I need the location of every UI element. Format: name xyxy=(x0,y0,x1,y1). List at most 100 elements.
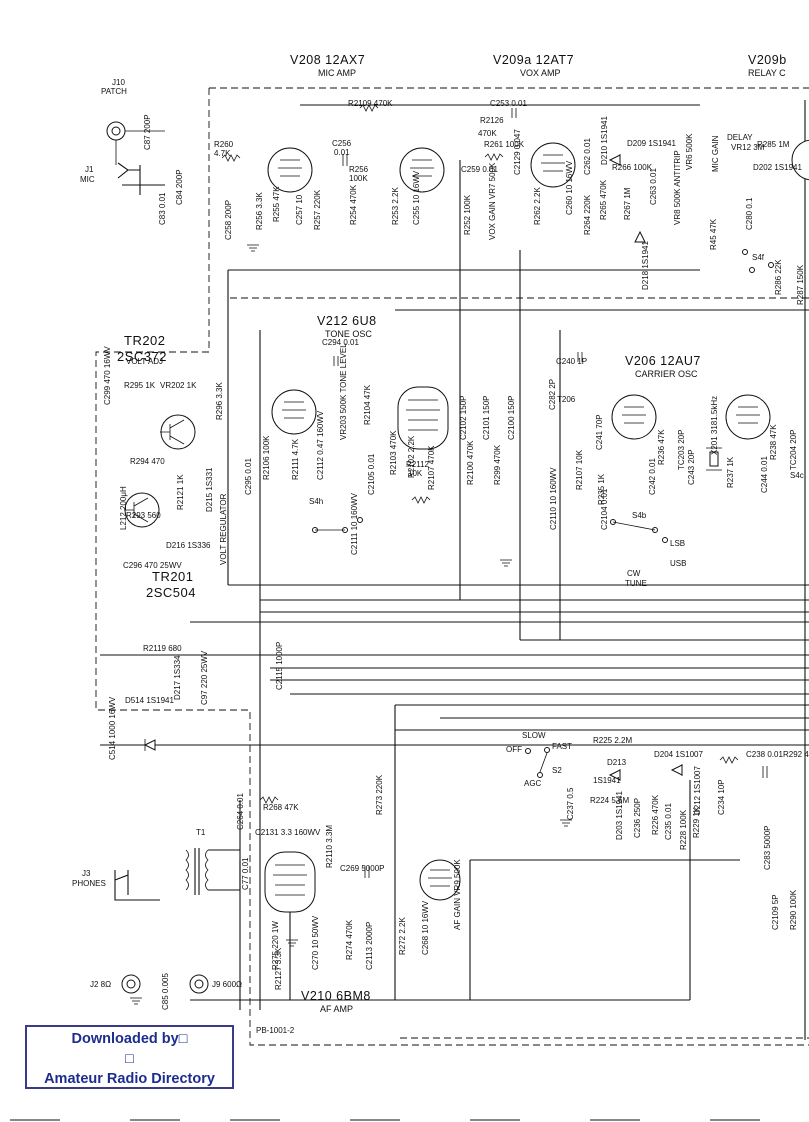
svg-text:D204 1S1007: D204 1S1007 xyxy=(654,750,703,759)
svg-text:R45 47K: R45 47K xyxy=(709,218,718,250)
svg-text:D212 1S1007: D212 1S1007 xyxy=(693,766,702,815)
svg-text:C243 20P: C243 20P xyxy=(687,449,696,485)
svg-text:R253 2.2K: R253 2.2K xyxy=(391,187,400,225)
ground-symbols xyxy=(130,244,572,1005)
transistor-tr201-type: 2SC504 xyxy=(146,585,196,600)
svg-text:R272 2.2K: R272 2.2K xyxy=(398,917,407,955)
svg-text:MIC GAIN: MIC GAIN xyxy=(711,135,720,172)
transistor-tr202-type: 2SC372 xyxy=(117,349,167,364)
svg-text:VR203 500K TONE LEVEL: VR203 500K TONE LEVEL xyxy=(339,343,348,440)
svg-text:R264 220K: R264 220K xyxy=(583,194,592,235)
svg-text:R224 5.6M: R224 5.6M xyxy=(590,796,629,805)
svg-text:C2129 0.047: C2129 0.047 xyxy=(513,129,522,175)
svg-text:R2121 1K: R2121 1K xyxy=(176,474,185,510)
svg-text:R273 220K: R273 220K xyxy=(375,774,384,815)
svg-text:R2103 470K: R2103 470K xyxy=(389,430,398,475)
svg-text:R2106 100K: R2106 100K xyxy=(262,435,271,480)
jack-j2-symbol[interactable] xyxy=(121,974,141,994)
svg-text:SLOW: SLOW xyxy=(522,731,546,740)
svg-text:C268 10 16WV: C268 10 16WV xyxy=(421,900,430,955)
jack-j1-name: J1 xyxy=(85,165,94,174)
svg-text:R255 47K: R255 47K xyxy=(272,186,281,222)
svg-text:C244 0.01: C244 0.01 xyxy=(760,456,769,493)
transistor-tr201-symbol xyxy=(124,492,160,528)
transistor-tr202-symbol xyxy=(160,414,196,450)
svg-text:FAST: FAST xyxy=(552,742,572,751)
svg-text:R261 100K: R261 100K xyxy=(484,140,525,149)
svg-text:C77 0.01: C77 0.01 xyxy=(241,857,250,890)
svg-text:R265 470K: R265 470K xyxy=(599,179,608,220)
svg-text:C83 0.01: C83 0.01 xyxy=(158,192,167,225)
svg-text:470K: 470K xyxy=(478,129,497,138)
svg-text:C296 470 25WV: C296 470 25WV xyxy=(123,561,182,570)
svg-text:C237 0.5: C237 0.5 xyxy=(566,787,575,820)
switch-s4f-symbol[interactable] xyxy=(742,249,774,273)
jack-j10-symbol[interactable] xyxy=(106,121,165,165)
svg-text:D215 1S331: D215 1S331 xyxy=(205,467,214,512)
switch-s4h-symbol[interactable] xyxy=(312,517,363,533)
svg-text:C84 200P: C84 200P xyxy=(175,169,184,205)
svg-text:C514 1000 16WV: C514 1000 16WV xyxy=(108,696,117,760)
svg-text:4.7K: 4.7K xyxy=(214,149,231,158)
switch-s4b-symbol[interactable] xyxy=(610,519,668,543)
svg-text:C280 0.1: C280 0.1 xyxy=(745,197,754,230)
transistor-tr202-name: TR202 xyxy=(124,333,166,348)
svg-text:C2111 10 160WV: C2111 10 160WV xyxy=(350,492,359,555)
svg-text:R2111 4.7K: R2111 4.7K xyxy=(291,438,300,480)
svg-text:T1: T1 xyxy=(196,828,206,837)
tube-v212-symbol xyxy=(271,386,449,450)
jack-j1-symbol[interactable] xyxy=(117,162,165,195)
svg-text:T206: T206 xyxy=(557,395,576,404)
component-labels: R260 4.7K R2109 470K C256 0.01 R256 100K… xyxy=(123,99,809,1035)
svg-text:C2110 10 160WV: C2110 10 160WV xyxy=(549,467,558,530)
svg-text:R256: R256 xyxy=(349,165,369,174)
switch-s2-symbol[interactable] xyxy=(525,747,550,778)
badge-line-2: □ xyxy=(125,1051,134,1067)
svg-text:R2110 3.3M: R2110 3.3M xyxy=(325,825,334,868)
badge-line-1: Downloaded by□ xyxy=(71,1031,188,1047)
tube-v209a-role: VOX AMP xyxy=(520,68,561,78)
svg-text:C235 0.01: C235 0.01 xyxy=(664,803,673,840)
capacitor-symbols xyxy=(333,108,768,878)
tube-v208-name: V208 12AX7 xyxy=(290,53,365,67)
jack-j3-symbol[interactable] xyxy=(114,870,160,901)
jack-j9-symbol[interactable] xyxy=(189,974,209,994)
svg-text:C253 0.01: C253 0.01 xyxy=(490,99,527,108)
svg-text:0.01: 0.01 xyxy=(334,148,350,157)
tube-v209b-symbol xyxy=(791,139,809,181)
svg-text:C240 1P: C240 1P xyxy=(556,357,587,366)
svg-text:C85 0.005: C85 0.005 xyxy=(161,973,170,1010)
svg-text:C241 70P: C241 70P xyxy=(595,414,604,450)
tube-v206-symbol xyxy=(611,394,771,440)
svg-text:R238 47K: R238 47K xyxy=(769,424,778,460)
svg-text:R256 3.3K: R256 3.3K xyxy=(255,192,264,230)
svg-text:C2100 150P: C2100 150P xyxy=(507,396,516,440)
svg-text:VR8 500K ANTITRIP: VR8 500K ANTITRIP xyxy=(673,150,682,225)
svg-text:C269 5000P: C269 5000P xyxy=(340,864,384,873)
svg-text:D203 1S1941: D203 1S1941 xyxy=(615,791,624,840)
svg-text:R2100 470K: R2100 470K xyxy=(466,440,475,485)
jack-j10-name: J10 xyxy=(112,78,125,87)
svg-text:USB: USB xyxy=(670,559,686,568)
svg-text:R237 1K: R237 1K xyxy=(726,456,735,488)
svg-text:D213: D213 xyxy=(607,758,627,767)
svg-text:C2102 150P: C2102 150P xyxy=(459,396,468,440)
svg-text:R257 220K: R257 220K xyxy=(313,189,322,230)
download-badge[interactable]: Downloaded by□ □ Amateur Radio Directory xyxy=(25,1025,234,1089)
tube-v210-name: V210 6BM8 xyxy=(301,989,371,1003)
svg-text:C262 0.01: C262 0.01 xyxy=(583,138,592,175)
diode-symbols xyxy=(143,154,683,781)
svg-text:L212 200μH: L212 200μH xyxy=(119,486,128,530)
svg-text:D218 1S1941: D218 1S1941 xyxy=(641,241,650,290)
tube-v208-symbol xyxy=(267,147,445,193)
svg-text:C236 250P: C236 250P xyxy=(633,798,642,838)
svg-text:C2115 1000P: C2115 1000P xyxy=(275,642,284,690)
svg-text:R268 47K: R268 47K xyxy=(263,803,299,812)
svg-text:S4f: S4f xyxy=(752,253,765,262)
svg-text:R2119 680: R2119 680 xyxy=(143,644,182,653)
svg-text:C256: C256 xyxy=(332,139,352,148)
svg-text:C264 0.01: C264 0.01 xyxy=(236,793,245,830)
svg-text:R2127 3.3K: R2127 3.3K xyxy=(274,947,283,990)
svg-text:VR202 1K: VR202 1K xyxy=(160,381,197,390)
bus-wires xyxy=(100,100,809,1040)
